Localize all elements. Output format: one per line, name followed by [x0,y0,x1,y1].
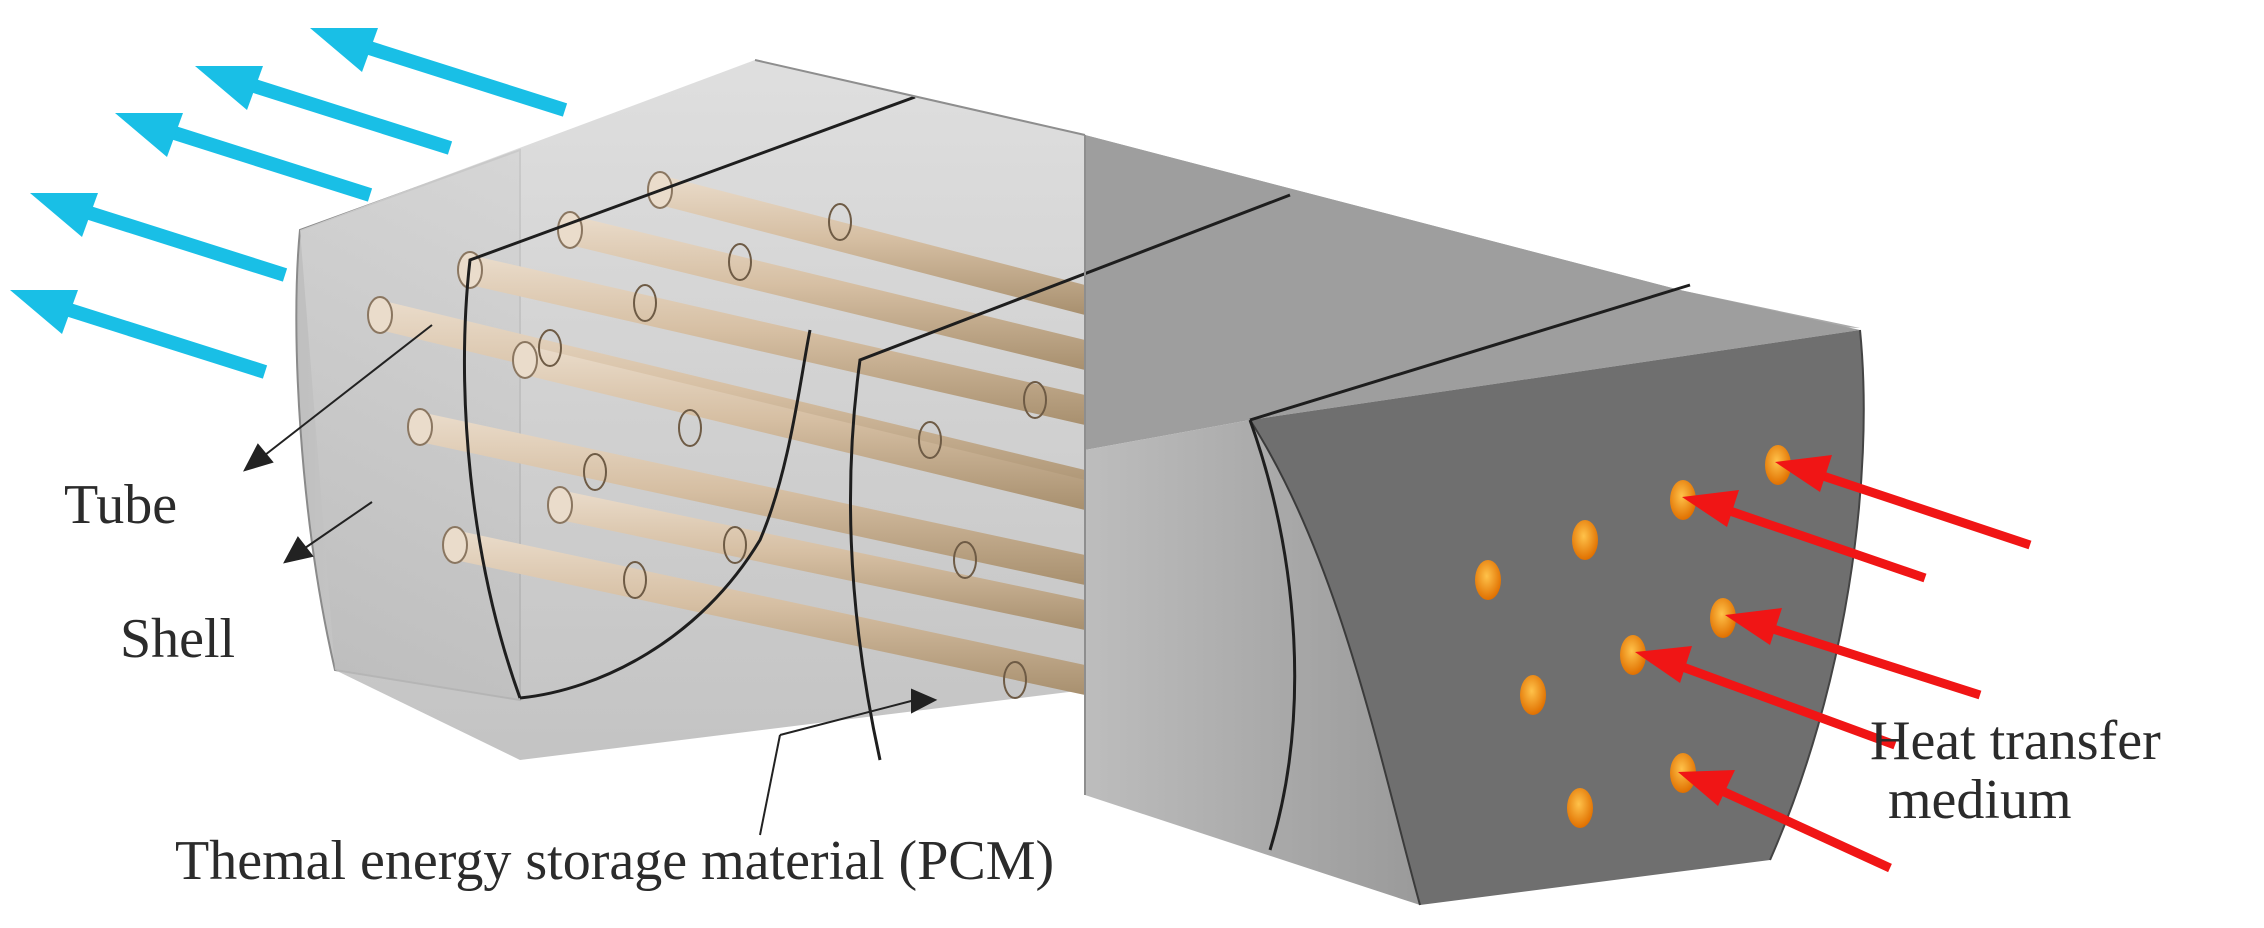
tube-ports [1475,445,1791,828]
inlet-arrow-icon [1678,770,1892,873]
tube [442,526,1085,695]
tube-port-icon [1710,598,1736,638]
inlet-arrow-icon [1725,608,1982,700]
tube-port-icon [1572,520,1598,560]
tube-port-icon [1475,560,1501,600]
outlet-arrows [10,28,568,379]
tube-label: Tube [64,474,178,536]
outlet-arrow-icon [115,113,373,202]
inlet-arrow-icon [1682,490,1927,583]
inlet-arrow-icon [1635,646,1897,750]
tube [512,341,1085,510]
outlet-arrow-icon [310,28,568,117]
tube-bundle [367,171,1085,699]
tube-port-icon [1620,635,1646,675]
shell-label: Shell [120,608,236,670]
inlet-arrow-icon [1775,455,2032,550]
tube-port-icon [1670,480,1696,520]
shell-front-face [1250,330,1864,905]
outlet-arrow-icon [30,193,288,282]
heat-transfer-medium-label: Heat transfer medium [1870,712,2161,830]
shell-top-face-main [1085,135,1860,450]
outlet-arrow-icon [10,290,268,379]
tube-port-icon [1765,445,1791,485]
tube [547,486,1085,630]
leader-lines [243,324,938,836]
tube-port-icon [1520,675,1546,715]
pcm-label: Themal energy storage material (PCM) [175,830,1055,892]
tube [407,408,1085,585]
baffle-lines [462,95,1691,851]
inlet-arrows [1635,455,2032,873]
heat-transfer-label-line2: medium [1888,768,2072,831]
tube-port-icon [1567,788,1593,828]
outlet-arrow-icon [195,66,453,155]
shell-body [295,59,1865,906]
heat-transfer-label-line1: Heat transfer [1870,710,2161,772]
